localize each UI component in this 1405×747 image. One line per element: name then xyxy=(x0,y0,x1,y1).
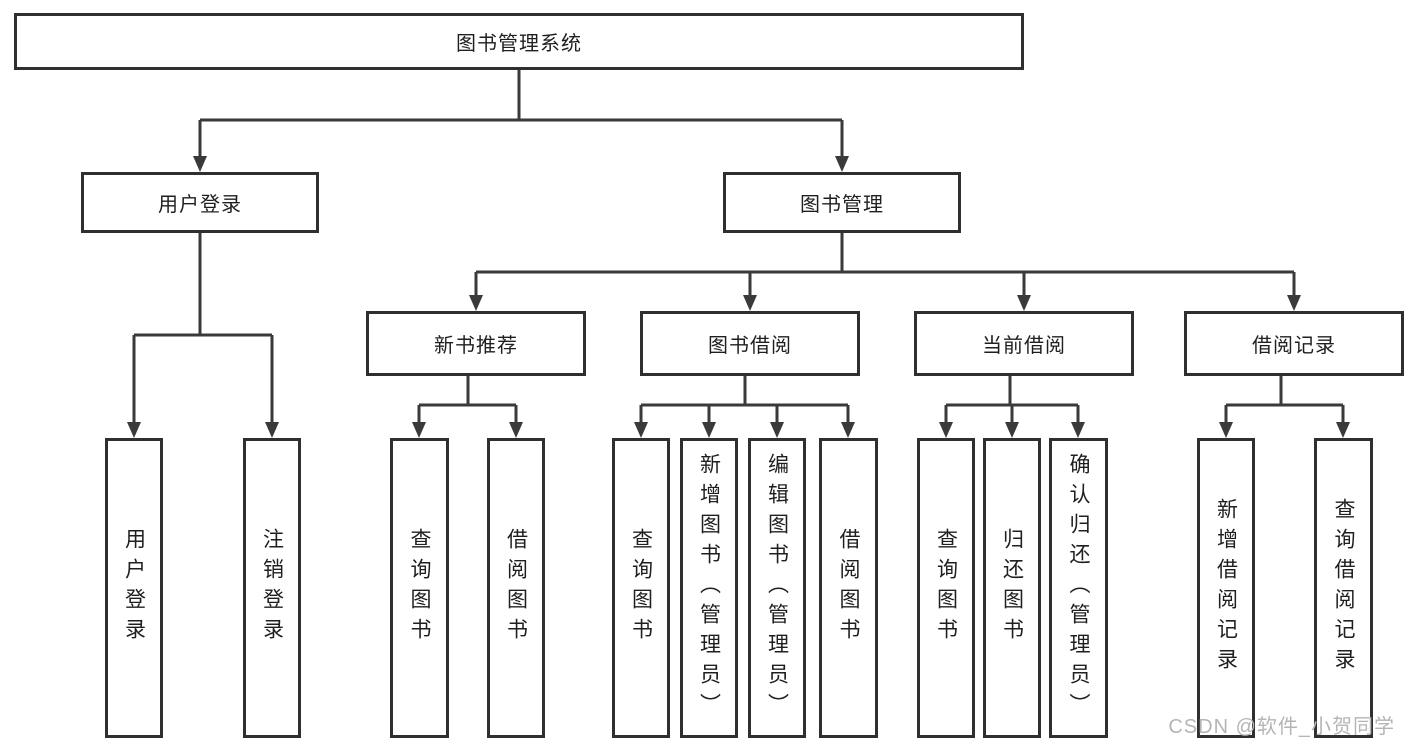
leaf-borrow-books-label: 借阅图书 xyxy=(837,528,860,648)
node-borrowing-records: 借阅记录 xyxy=(1184,311,1404,376)
leaf-user-login-label: 用户登录 xyxy=(122,528,146,648)
leaf-logout-label: 注销登录 xyxy=(260,528,284,648)
leaf-query-books-current-label: 查询图书 xyxy=(934,528,958,648)
arrowhead xyxy=(1005,422,1019,438)
arrowhead xyxy=(265,422,279,438)
connector-userlogin-to-leaves xyxy=(132,233,274,424)
node-book-management: 图书管理 xyxy=(723,172,961,233)
node-book-borrowing: 图书借阅 xyxy=(640,311,860,376)
connector-root-to-level2 xyxy=(198,70,844,158)
leaf-return-book-label: 归还图书 xyxy=(1000,528,1024,648)
arrowhead xyxy=(509,422,523,438)
arrowhead xyxy=(835,156,849,172)
connector-bookmgmt-to-level3 xyxy=(474,233,1296,297)
arrowhead xyxy=(127,422,141,438)
arrowhead xyxy=(1287,295,1301,311)
leaf-query-books-current: 查询图书 xyxy=(917,438,975,738)
node-current-borrowing: 当前借阅 xyxy=(914,311,1134,376)
node-book-borrowing-label: 图书借阅 xyxy=(708,335,792,357)
arrowheads xyxy=(127,156,1350,438)
arrowhead xyxy=(743,295,757,311)
leaf-add-borrow-record: 新增借阅记录 xyxy=(1197,438,1255,738)
leaf-confirm-return-admin: 确认归还（管理员） xyxy=(1049,438,1108,738)
leaf-query-books-recommend-label: 查询图书 xyxy=(408,528,431,648)
node-book-management-label: 图书管理 xyxy=(800,194,884,216)
arrowhead xyxy=(841,422,855,438)
arrowhead xyxy=(469,295,483,311)
connector-bookborrow-to-leaves xyxy=(639,376,850,424)
arrowhead xyxy=(1071,422,1085,438)
node-root-label: 图书管理系统 xyxy=(456,33,582,55)
connector-curborrow-to-leaves xyxy=(944,376,1080,424)
node-borrowing-records-label: 借阅记录 xyxy=(1252,335,1336,357)
leaf-add-book-admin-label: 新增图书（管理员） xyxy=(697,453,721,723)
leaf-borrow-books: 借阅图书 xyxy=(819,438,878,738)
arrowhead xyxy=(193,156,207,172)
leaf-borrow-books-recommend-label: 借阅图书 xyxy=(504,528,528,648)
arrowhead xyxy=(1219,422,1233,438)
leaf-query-books-borrow-label: 查询图书 xyxy=(629,528,653,648)
leaf-query-borrow-record-label: 查询借阅记录 xyxy=(1332,498,1355,678)
leaf-logout: 注销登录 xyxy=(243,438,301,738)
leaf-query-borrow-record: 查询借阅记录 xyxy=(1314,438,1373,738)
arrowhead xyxy=(634,422,648,438)
leaf-edit-book-admin: 编辑图书（管理员） xyxy=(748,438,806,738)
leaf-add-borrow-record-label: 新增借阅记录 xyxy=(1214,498,1238,678)
leaf-user-login: 用户登录 xyxy=(105,438,163,738)
arrowhead xyxy=(1336,422,1350,438)
arrowhead xyxy=(939,422,953,438)
leaf-return-book: 归还图书 xyxy=(983,438,1041,738)
arrowhead xyxy=(770,422,784,438)
node-new-book-recommend: 新书推荐 xyxy=(366,311,586,376)
leaf-add-book-admin: 新增图书（管理员） xyxy=(680,438,738,738)
leaf-query-books-borrow: 查询图书 xyxy=(612,438,670,738)
arrowhead xyxy=(412,422,426,438)
node-root: 图书管理系统 xyxy=(14,13,1024,70)
node-user-login: 用户登录 xyxy=(81,172,319,233)
node-new-book-recommend-label: 新书推荐 xyxy=(434,335,518,357)
node-current-borrowing-label: 当前借阅 xyxy=(982,335,1066,357)
connector-newrec-to-leaves xyxy=(417,376,518,424)
leaf-edit-book-admin-label: 编辑图书（管理员） xyxy=(765,453,789,723)
csdn-watermark: CSDN @软件_小贺同学 xyxy=(1168,716,1395,738)
leaf-query-books-recommend: 查询图书 xyxy=(390,438,449,738)
arrowhead xyxy=(1017,295,1031,311)
arrowhead xyxy=(702,422,716,438)
leaf-borrow-books-recommend: 借阅图书 xyxy=(487,438,545,738)
connector-records-to-leaves xyxy=(1224,376,1345,424)
node-user-login-label: 用户登录 xyxy=(158,194,242,216)
leaf-confirm-return-admin-label: 确认归还（管理员） xyxy=(1067,453,1090,723)
